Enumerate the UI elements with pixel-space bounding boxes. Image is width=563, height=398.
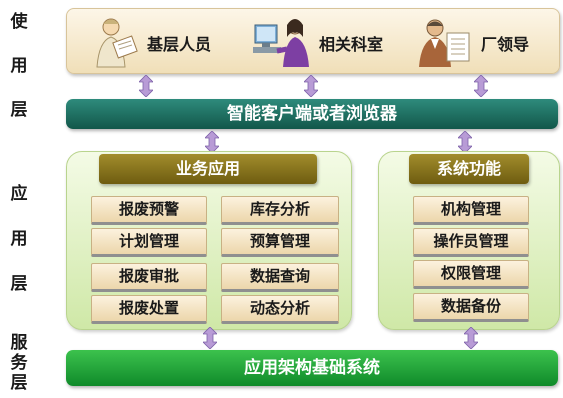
module-data-query: 数据查询 [221,263,339,292]
app-layer-char-1: 应 [10,184,28,204]
browser-bar: 智能客户端或者浏览器 [66,99,558,129]
user-layer-char-3: 层 [10,100,28,120]
module-inventory-analysis: 库存分析 [221,196,339,225]
user-layer-char-1: 使 [10,12,28,32]
system-function-title: 系统功能 [409,154,529,184]
service-layer-char-3: 层 [10,373,28,393]
double-arrow-icon [464,327,478,349]
service-layer-char-1: 服 [10,333,28,353]
user-layer-label: 使 用 层 [8,14,30,119]
user-layer-char-2: 用 [10,56,28,76]
module-data-backup: 数据备份 [413,293,529,322]
double-arrow-icon [474,75,488,97]
base-system-bar: 应用架构基础系统 [66,350,558,386]
module-permission-management: 权限管理 [413,260,529,289]
module-operator-management: 操作员管理 [413,228,529,257]
user-label-worker: 基层人员 [147,35,212,54]
double-arrow-icon [205,131,219,153]
service-layer-char-2: 务 [10,353,28,373]
double-arrow-icon [458,131,472,153]
app-layer-label: 应 用 层 [8,186,30,293]
double-arrow-icon [304,75,318,97]
app-layer-char-2: 用 [10,229,28,249]
service-layer-label: 服 务 层 [8,335,30,392]
module-budget-management: 预算管理 [221,228,339,257]
office-staff-at-computer-icon [253,19,309,67]
module-org-management: 机构管理 [413,196,529,225]
worker-with-documents-icon [96,18,138,68]
business-app-title: 业务应用 [99,154,317,184]
double-arrow-icon [139,75,153,97]
manager-reading-documents-icon [419,19,470,67]
module-scrap-disposal: 报废处置 [91,295,207,324]
user-layer-panel: 基层人员 相关科室 厂领导 [66,8,560,74]
app-layer-char-3: 层 [10,274,28,294]
business-app-panel: 业务应用 报废预警 库存分析 计划管理 预算管理 报废审批 数据查询 报废处置 … [66,151,352,330]
module-dynamic-analysis: 动态分析 [221,295,339,324]
user-label-manager: 厂领导 [481,35,530,54]
module-scrap-warning: 报废预警 [91,196,207,225]
system-function-panel: 系统功能 机构管理 操作员管理 权限管理 数据备份 [378,151,560,330]
module-scrap-approval: 报废审批 [91,263,207,292]
user-label-office: 相关科室 [319,35,384,54]
module-plan-management: 计划管理 [91,228,207,257]
double-arrow-icon [203,327,217,349]
